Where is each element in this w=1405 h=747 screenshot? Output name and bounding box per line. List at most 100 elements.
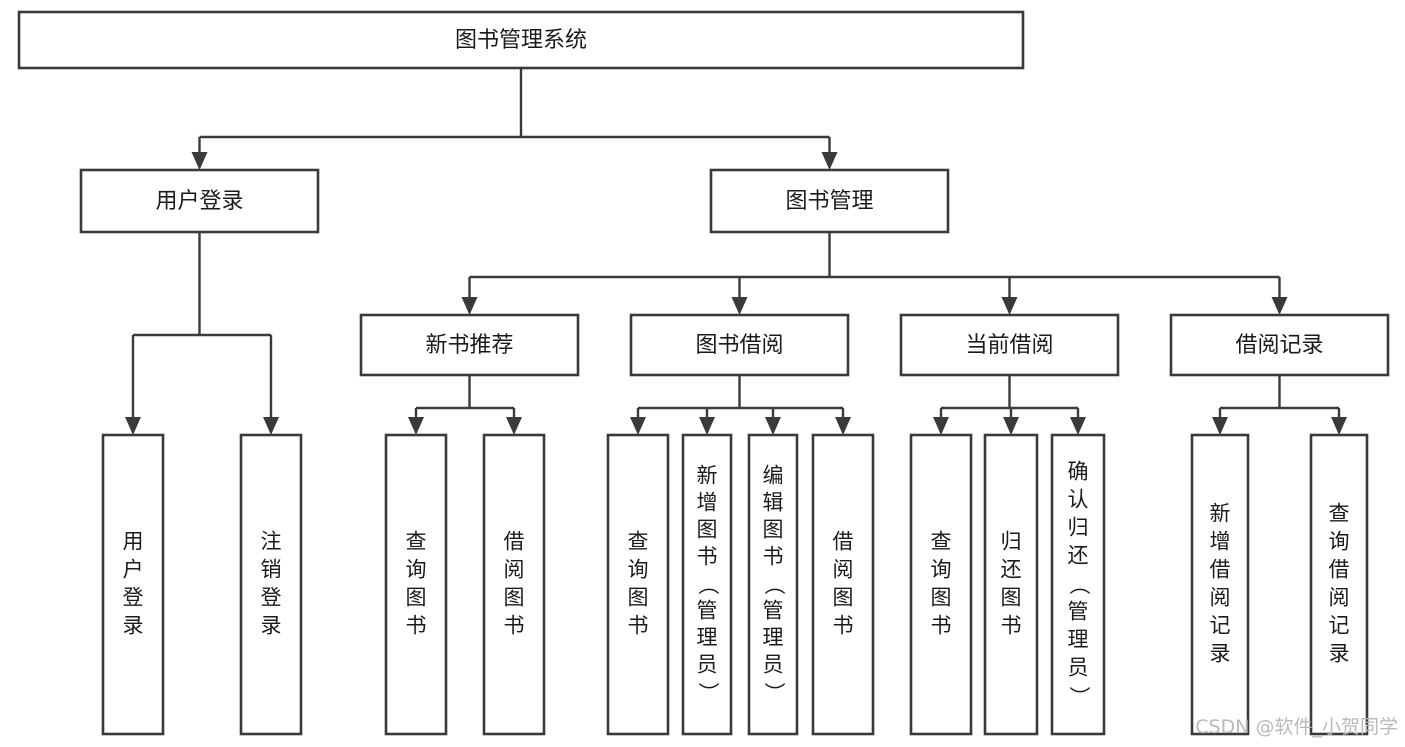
node-box[interactable] (909, 433, 973, 736)
node-box[interactable] (17, 10, 1025, 70)
node-box[interactable] (239, 433, 303, 736)
node-label-char: 询 (406, 558, 427, 582)
node-label-char: 还 (1068, 544, 1089, 568)
node-label: 当前借阅 (965, 333, 1053, 358)
node-user-login[interactable]: 用户登录 (79, 168, 320, 234)
node-label-char: 图 (406, 586, 427, 610)
node-box[interactable] (811, 433, 875, 736)
node-label-char: 确 (1068, 460, 1089, 484)
node-label-char: 销 (261, 558, 282, 582)
node-box[interactable] (1050, 433, 1106, 736)
node-label-char: 借 (833, 530, 854, 554)
node-label-char: 管 (697, 599, 718, 623)
node-label-char: ） (762, 682, 786, 703)
node-current-borrow[interactable]: 当前借阅 (899, 313, 1120, 377)
node-label-char: 借 (1329, 558, 1350, 582)
node-box[interactable] (1309, 433, 1369, 736)
node-box[interactable] (747, 433, 799, 736)
node-label-char: 借 (504, 530, 525, 554)
arrow-head (1001, 297, 1018, 315)
node-label-char: 新 (697, 464, 718, 488)
node-label-char: 理 (1068, 628, 1089, 652)
node-book-borrow[interactable]: 图书借阅 (629, 313, 850, 377)
node-label-char: 编 (763, 464, 784, 488)
node-label-char: （ (696, 574, 720, 595)
node-label-char: 录 (261, 614, 282, 638)
node-label-char: 查 (1329, 502, 1350, 526)
node-box[interactable] (384, 433, 448, 736)
node-label-char: 查 (931, 530, 952, 554)
node-label-char: 记 (1329, 614, 1350, 638)
node-label-char: 图 (763, 518, 784, 542)
node-new-book-recommend[interactable]: 新书推荐 (359, 313, 580, 377)
node-box[interactable] (681, 433, 733, 736)
arrow-head (506, 417, 522, 435)
arrow-head (263, 417, 279, 435)
node-label-char: 登 (123, 586, 144, 610)
node-box[interactable] (629, 313, 850, 377)
node-borrow-record[interactable]: 借阅记录 (1169, 313, 1390, 377)
node-label-char: 认 (1068, 488, 1089, 512)
node-label-char: 书 (406, 614, 427, 638)
node-title-system[interactable]: 图书管理系统 (17, 10, 1025, 70)
arrow-head (125, 417, 141, 435)
node-box[interactable] (899, 313, 1120, 377)
node-label-char: 询 (628, 558, 649, 582)
node-label-char: 归 (1068, 516, 1089, 540)
node-label-char: （ (1067, 574, 1091, 595)
node-label-char: 借 (1210, 558, 1231, 582)
node-book-management[interactable]: 图书管理 (709, 168, 950, 234)
node-label-char: 增 (1210, 530, 1231, 554)
node-label-char: 图 (1001, 586, 1022, 610)
node-label-char: 阅 (1329, 586, 1350, 610)
node-box[interactable] (983, 433, 1039, 736)
node-label-char: 查 (628, 530, 649, 554)
node-box[interactable] (709, 168, 950, 234)
node-label-char: 图 (697, 518, 718, 542)
node-label-char: 注 (261, 530, 282, 554)
arrow-head (835, 417, 851, 435)
node-box[interactable] (1169, 313, 1390, 377)
node-box[interactable] (101, 433, 165, 736)
node-label-char: ） (1067, 686, 1091, 707)
node-label-char: 书 (763, 545, 784, 569)
node-box[interactable] (79, 168, 320, 234)
node-label-char: 新 (1210, 502, 1231, 526)
node-label-char: 书 (504, 614, 525, 638)
node-label-char: 理 (697, 626, 718, 650)
node-label-char: 录 (1329, 642, 1350, 666)
arrow-head (731, 297, 748, 315)
arrow-head (765, 417, 781, 435)
node-box[interactable] (1190, 433, 1250, 736)
node-label-char: 查 (406, 530, 427, 554)
arrow-head (1212, 417, 1228, 435)
node-box[interactable] (606, 433, 670, 736)
node-label-char: ） (696, 682, 720, 703)
node-leaf-user-login[interactable]: 用户登录 (101, 433, 165, 736)
node-label-char: 辑 (763, 491, 784, 515)
node-label-char: 书 (628, 614, 649, 638)
node-label-char: 图 (833, 586, 854, 610)
arrow-head (821, 152, 838, 170)
node-boxes: 图书管理系统用户登录图书管理新书推荐图书借阅当前借阅借阅记录用户登录注销登录查询… (17, 10, 1390, 736)
node-label: 图书管理 (785, 189, 873, 214)
node-box[interactable] (359, 313, 580, 377)
node-label: 新书推荐 (425, 333, 513, 358)
node-label-char: 录 (123, 614, 144, 638)
node-box[interactable] (482, 433, 546, 736)
node-label-char: 图 (504, 586, 525, 610)
node-label-char: （ (762, 574, 786, 595)
node-label-char: 阅 (833, 558, 854, 582)
